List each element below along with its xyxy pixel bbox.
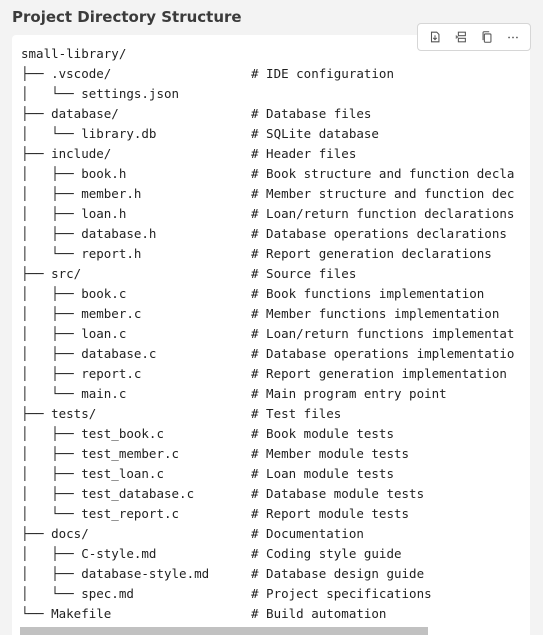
tree-entry: ├── .vscode/ (21, 66, 112, 81)
tree-comment: # Member module tests (251, 446, 410, 461)
more-actions-icon (508, 36, 518, 39)
tree-entry: ├── src/ (21, 266, 82, 281)
tree-entry: │ ├── member.h (21, 186, 142, 201)
tree-entry: ├── tests/ (21, 406, 97, 421)
more-actions-button[interactable] (502, 27, 524, 47)
tree-comment: # SQLite database (251, 126, 379, 141)
tree-comment: # Member functions implementation (251, 306, 500, 321)
code-line: │ ├── book.c # Book functions implementat… (21, 284, 514, 304)
tree-entry: │ └── report.h (21, 246, 142, 261)
copy-icon (482, 31, 492, 43)
tree-comment: # Loan/return functions implementat (251, 326, 515, 341)
code-line: │ └── spec.md # Project specifications (21, 584, 514, 604)
code-line: └── Makefile # Build automation (21, 604, 514, 624)
insert-at-cursor-icon (430, 31, 440, 43)
tree-entry: small-library/ (21, 46, 127, 61)
tree-comment: # Documentation (251, 526, 364, 541)
code-block-toolbar (417, 23, 531, 51)
tree-entry: │ └── library.db (21, 126, 157, 141)
code-line: │ └── library.db # SQLite database (21, 124, 514, 144)
tree-comment: # Report generation implementation (251, 366, 507, 381)
tree-comment: # Database operations declarations (251, 226, 507, 241)
tree-entry: │ └── spec.md (21, 586, 134, 601)
tree-entry: │ ├── test_member.c (21, 446, 180, 461)
code-line: │ └── report.h # Report generation declar… (21, 244, 514, 264)
code-line: ├── src/ # Source files (21, 264, 514, 284)
insert-into-new-file-icon (455, 31, 466, 43)
code-line: │ ├── member.c # Member functions impleme… (21, 304, 514, 324)
tree-comment: # Database module tests (251, 486, 425, 501)
tree-entry: │ ├── book.h (21, 166, 127, 181)
tree-entry: └── Makefile (21, 606, 112, 621)
code-line: │ ├── test_loan.c # Loan module tests (21, 464, 514, 484)
horizontal-scrollbar-thumb[interactable] (20, 627, 428, 635)
insert-into-new-file-button[interactable] (450, 27, 472, 47)
tree-entry: │ ├── database.h (21, 226, 157, 241)
code-line: │ ├── test_book.c # Book module tests (21, 424, 514, 444)
tree-comment: # Book functions implementation (251, 286, 485, 301)
tree-entry: │ ├── loan.h (21, 206, 127, 221)
copy-button[interactable] (476, 27, 498, 47)
code-line: ├── .vscode/ # IDE configuration (21, 64, 514, 84)
tree-comment: # Book module tests (251, 426, 394, 441)
tree-comment: # Database operations implementatio (251, 346, 515, 361)
tree-entry: │ ├── member.c (21, 306, 142, 321)
tree-comment: # Test files (251, 406, 342, 421)
code-line: │ ├── member.h # Member structure and fun… (21, 184, 514, 204)
tree-comment: # Report generation declarations (251, 246, 492, 261)
code-line: ├── docs/ # Documentation (21, 524, 514, 544)
code-line: │ ├── test_member.c # Member module tests (21, 444, 514, 464)
tree-comment: # Loan/return function declarations (251, 206, 515, 221)
code-block: small-library/ ├── .vscode/ # IDE configur… (12, 35, 530, 635)
tree-entry: │ ├── test_database.c (21, 486, 195, 501)
page-title: Project Directory Structure (12, 8, 242, 26)
tree-entry: │ ├── loan.c (21, 326, 127, 341)
tree-entry: │ ├── report.c (21, 366, 142, 381)
tree-entry: │ ├── C-style.md (21, 546, 157, 561)
tree-entry: │ └── main.c (21, 386, 127, 401)
code-line: ├── tests/ # Test files (21, 404, 514, 424)
code-line: │ ├── database-style.md # Database design… (21, 564, 514, 584)
code-line: ├── database/ # Database files (21, 104, 514, 124)
tree-comment: # Member structure and function dec (251, 186, 515, 201)
code-line: │ └── test_report.c # Report module tests (21, 504, 514, 524)
tree-entry: │ └── test_report.c (21, 506, 180, 521)
code-line: │ └── main.c # Main program entry point (21, 384, 514, 404)
tree-comment: # Build automation (251, 606, 387, 621)
code-content: small-library/ ├── .vscode/ # IDE configur… (21, 44, 514, 624)
tree-comment: # Main program entry point (251, 386, 447, 401)
code-line: ├── include/ # Header files (21, 144, 514, 164)
tree-entry: ├── include/ (21, 146, 112, 161)
tree-comment: # Header files (251, 146, 357, 161)
code-line: │ ├── book.h # Book structure and functio… (21, 164, 514, 184)
code-line: │ ├── database.c # Database operations im… (21, 344, 514, 364)
tree-comment: # Database files (251, 106, 372, 121)
code-line: │ ├── test_database.c # Database module t… (21, 484, 514, 504)
tree-comment: # Report module tests (251, 506, 410, 521)
code-line: │ ├── loan.h # Loan/return function decla… (21, 204, 514, 224)
code-line: │ ├── report.c # Report generation implem… (21, 364, 514, 384)
tree-comment: # Coding style guide (251, 546, 402, 561)
tree-entry: │ ├── database-style.md (21, 566, 210, 581)
tree-entry: │ ├── book.c (21, 286, 127, 301)
code-line: │ ├── loan.c # Loan/return functions impl… (21, 324, 514, 344)
tree-comment: # Database design guide (251, 566, 425, 581)
tree-entry: ├── docs/ (21, 526, 89, 541)
tree-comment: # Loan module tests (251, 466, 394, 481)
tree-entry: │ ├── test_book.c (21, 426, 164, 441)
code-line: │ ├── C-style.md # Coding style guide (21, 544, 514, 564)
tree-comment: # Source files (251, 266, 357, 281)
code-line: small-library/ (21, 44, 514, 64)
tree-entry: ├── database/ (21, 106, 119, 121)
code-line: │ ├── database.h # Database operations de… (21, 224, 514, 244)
code-line: │ └── settings.json (21, 84, 514, 104)
tree-comment: # Book structure and function decla (251, 166, 515, 181)
tree-comment: # IDE configuration (251, 66, 394, 81)
tree-entry: │ ├── database.c (21, 346, 157, 361)
tree-entry: │ ├── test_loan.c (21, 466, 164, 481)
tree-entry: │ └── settings.json (21, 86, 180, 101)
insert-at-cursor-button[interactable] (424, 27, 446, 47)
tree-comment: # Project specifications (251, 586, 432, 601)
